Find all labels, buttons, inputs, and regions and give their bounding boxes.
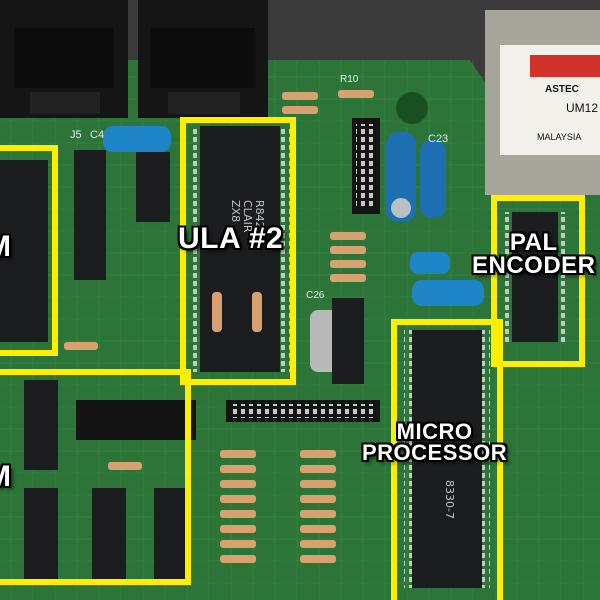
rf-modulator: ASTEC UM12 MALAYSIA	[485, 10, 600, 195]
label-pal-encoder: PAL ENCODER	[472, 229, 596, 279]
label-pal-line2: ENCODER	[472, 251, 596, 279]
cpu-chip-marking-2: 8330-7	[443, 480, 456, 519]
ram-chip-3	[92, 488, 126, 580]
label-pal-line1: PAL	[509, 229, 558, 256]
ram-chip-4	[154, 488, 188, 580]
ram-chip-1	[24, 380, 58, 470]
ula-chip-marking-5: R8425	[253, 200, 266, 236]
cpu-chip: 8330-7	[404, 330, 490, 588]
label-left-lower: M	[0, 462, 12, 492]
modulator-country: MALAYSIA	[537, 132, 581, 142]
small-ic-2	[136, 152, 170, 222]
pcb-label-c26: C26	[306, 290, 325, 301]
pcb-label-r10: R10	[340, 74, 359, 85]
highlight-pal-encoder	[491, 195, 585, 367]
label-micro-line2: PROCESSOR	[362, 439, 508, 465]
label-left-upper: M	[0, 232, 12, 262]
pcb-label-c23: C23	[428, 133, 448, 145]
pcb-label-j5: J5	[70, 129, 82, 141]
rj-socket-left	[0, 0, 128, 118]
pal-encoder-chip	[505, 212, 565, 342]
ula-chip-marking-2: CLAIR	[241, 200, 254, 233]
small-ic-3	[332, 298, 364, 384]
ram-chip-2	[24, 488, 58, 580]
highlight-ula2	[180, 117, 296, 385]
highlight-left-lower	[0, 369, 191, 585]
pcb-label-c4: C4	[90, 129, 104, 141]
resistor-bank	[64, 90, 374, 563]
ula-chip: ZX8 CLAIR R8425	[190, 126, 290, 372]
electrolytic-capacitors	[386, 132, 484, 306]
modulator-model: UM12	[566, 101, 598, 115]
label-microprocessor: MICRO PROCESSOR	[362, 419, 508, 465]
modulator-brand: ASTEC	[545, 84, 579, 95]
ula-chip-marking-1: ZX8	[229, 200, 242, 222]
rj-socket-right	[138, 0, 268, 118]
label-micro-line1: MICRO	[396, 419, 473, 444]
highlight-left-upper	[0, 145, 58, 356]
blue-capacitor	[103, 126, 171, 152]
rom-chip	[0, 160, 48, 342]
label-ula-2: ULA #2	[178, 222, 284, 255]
highlight-boxes	[0, 117, 585, 600]
small-ic-1	[74, 150, 106, 280]
highlight-microprocessor	[391, 319, 503, 600]
header-strip-j11	[76, 400, 196, 440]
